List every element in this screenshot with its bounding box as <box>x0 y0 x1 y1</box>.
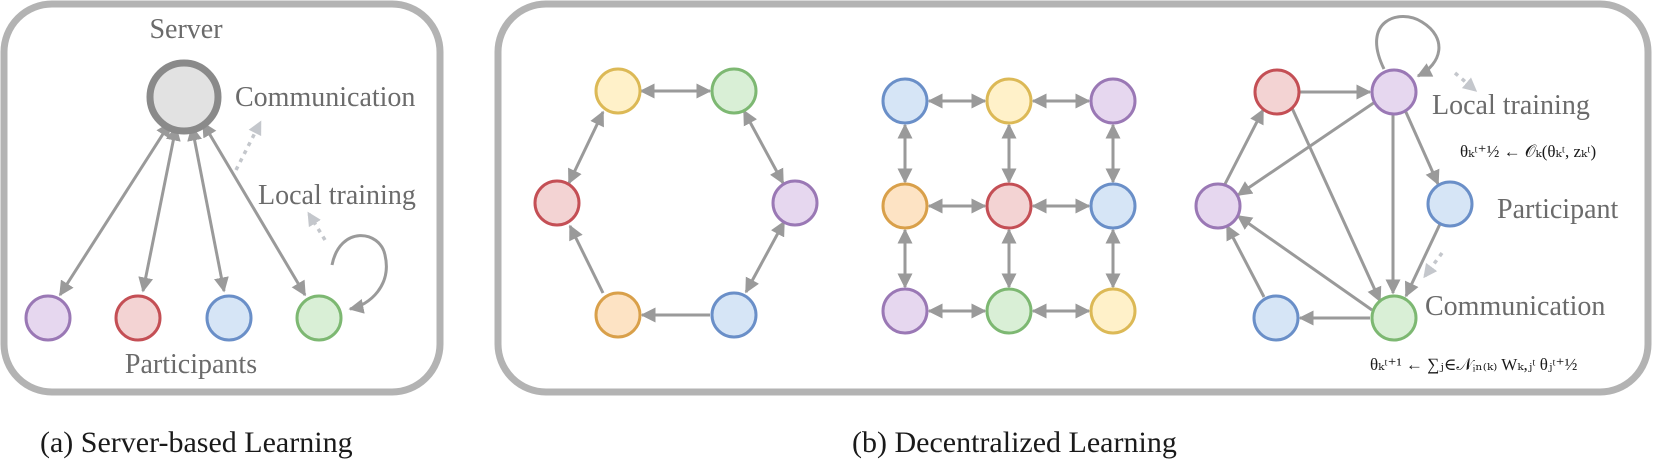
ring-node-green <box>710 67 758 115</box>
participant-label: Participant <box>1497 194 1619 225</box>
server-label: Server <box>149 14 223 45</box>
grid-node-r2c1-orange <box>881 182 929 230</box>
participant-blue <box>205 294 253 342</box>
ring-node-purple <box>771 179 819 227</box>
communication-label-b: Communication <box>1425 291 1605 322</box>
participants-label: Participants <box>125 349 257 380</box>
ring-node-blue <box>710 291 758 339</box>
ring-node-red <box>533 179 581 227</box>
dg-node-right-blue <box>1426 180 1474 228</box>
ring-topology <box>533 67 819 339</box>
dg-edge-purple-rblue <box>1403 109 1440 186</box>
edge-server-red <box>138 125 181 293</box>
dg-node-left-purple <box>1194 182 1242 230</box>
dg-edge-lpurple-red <box>1222 108 1265 187</box>
grid-node-r3c2-green <box>985 287 1033 335</box>
panel-a: Server Communication Local training Part… <box>24 14 416 380</box>
grid-node-r3c3-yellow <box>1089 287 1137 335</box>
self-loop-b <box>1375 15 1441 78</box>
dg-edge-red-green <box>1290 107 1382 303</box>
ring-edge-2 <box>742 109 785 185</box>
caption-b: (b) Decentralized Learning <box>852 426 1177 459</box>
dg-edge-purple-lpurple <box>1236 100 1376 197</box>
ring-edge-3 <box>744 220 786 294</box>
dg-node-bottom-blue <box>1252 294 1300 342</box>
caption-a: (a) Server-based Learning <box>40 426 353 459</box>
panel-b: Local training θₖᵗ⁺½ ← 𝒪ₖ(θₖᵗ, zₖᵗ) Part… <box>533 15 1619 374</box>
dg-node-red <box>1253 68 1301 116</box>
dg-edge-bblue-lpurple <box>1225 224 1266 298</box>
panel-b-frame <box>494 0 1652 396</box>
local-training-pointer-b <box>1453 71 1478 92</box>
edge-server-green <box>201 121 307 297</box>
communication-label-a: Communication <box>235 82 415 113</box>
grid-node-r1c2-yellow <box>985 77 1033 125</box>
grid-node-r1c1-blue <box>881 77 929 125</box>
directed-topology <box>1194 15 1478 342</box>
participant-green <box>295 294 343 342</box>
grid-node-r2c3-blue <box>1089 182 1137 230</box>
dg-node-green <box>1370 294 1418 342</box>
ring-node-orange <box>594 291 642 339</box>
aggregation-formula: θₖᵗ⁺¹ ← ∑ⱼ∈𝒩ᵢₙ₍ₖ₎ Wₖ,ⱼᵗ θⱼᵗ⁺½ <box>1370 355 1578 374</box>
ring-edge-5 <box>568 224 605 294</box>
local-training-label-b: Local training <box>1432 90 1590 121</box>
dg-edge-green-lpurple <box>1236 214 1373 312</box>
participant-purple <box>24 294 72 342</box>
server-node <box>146 59 222 135</box>
grid-node-r2c2-red <box>985 182 1033 230</box>
local-update-formula: θₖᵗ⁺½ ← 𝒪ₖ(θₖᵗ, zₖᵗ) <box>1460 142 1596 161</box>
local-training-label-a: Local training <box>258 180 416 211</box>
grid-node-r1c3-purple <box>1089 77 1137 125</box>
ring-node-yellow <box>594 67 642 115</box>
participant-red <box>114 294 162 342</box>
grid-topology <box>881 77 1137 335</box>
grid-node-r3c1-purple <box>881 287 929 335</box>
ring-edge-6 <box>567 110 605 185</box>
dg-node-purple <box>1370 68 1418 116</box>
self-loop-a <box>330 234 388 314</box>
dg-edge-rblue-green <box>1404 223 1442 298</box>
